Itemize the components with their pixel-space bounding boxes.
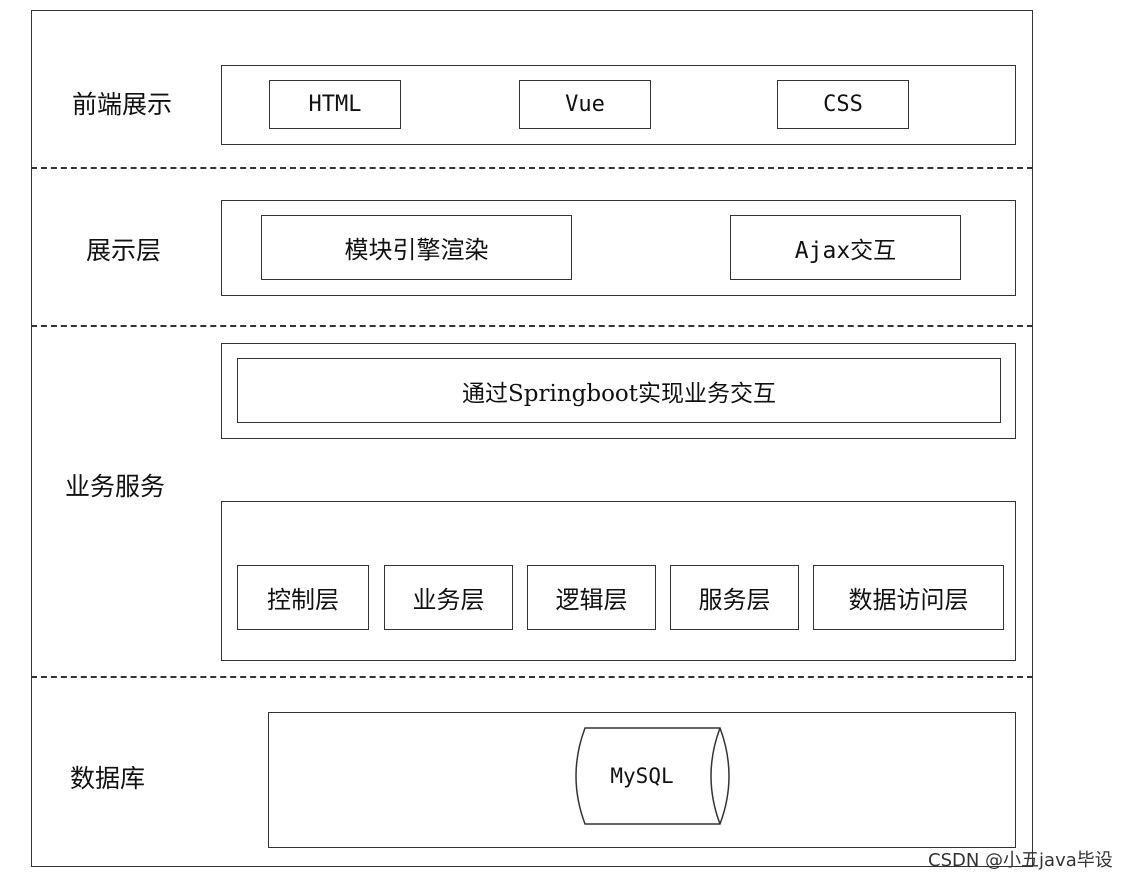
- business-layer-label: 业务服务: [65, 472, 166, 501]
- logic-layer-box: 逻辑层: [527, 565, 656, 630]
- architecture-diagram-frame: [31, 10, 1033, 867]
- ajax-box: Ajax交互: [730, 215, 961, 280]
- vue-box: Vue: [519, 80, 651, 129]
- controller-layer-box: 控制层: [237, 565, 369, 630]
- css-box: CSS: [777, 80, 909, 129]
- database-cylinder-icon: [575, 727, 730, 825]
- presentation-layer-label: 展示层: [86, 236, 162, 265]
- template-engine-box: 模块引擎渲染: [261, 215, 572, 280]
- springboot-box: 通过Springboot实现业务交互: [237, 358, 1001, 423]
- frontend-layer-label: 前端展示: [72, 90, 173, 119]
- service-layer-box: 服务层: [670, 565, 799, 630]
- watermark: CSDN @小五java毕设: [928, 850, 1113, 871]
- data-access-layer-box: 数据访问层: [813, 565, 1004, 630]
- mysql-label: MySQL: [610, 764, 674, 788]
- layer-separator-2: [31, 325, 1033, 327]
- layer-separator-1: [31, 167, 1033, 169]
- layer-separator-3: [31, 676, 1033, 678]
- database-layer-label: 数据库: [70, 764, 146, 793]
- html-box: HTML: [269, 80, 401, 129]
- business-layer-box: 业务层: [384, 565, 513, 630]
